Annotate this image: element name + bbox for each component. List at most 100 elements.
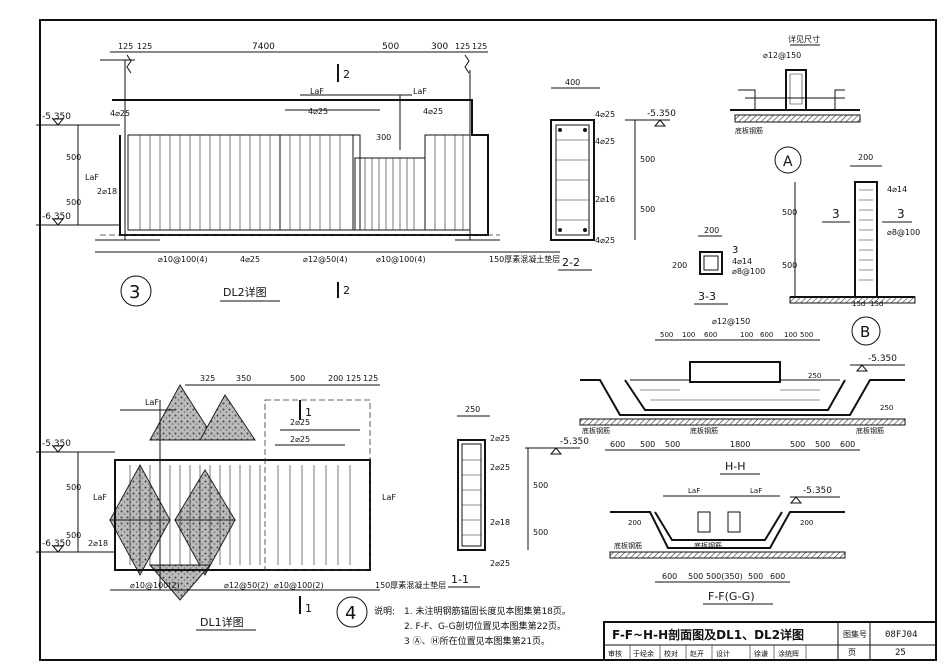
rebar-label: 2⌀25 [290, 418, 310, 427]
floor-rebar-label: 底板钢筋 [694, 541, 722, 550]
dl2-dim: 125 [472, 42, 487, 51]
floor-rebar-label: 底板钢筋 [735, 126, 763, 135]
section-1-1: 250 2⌀25 2⌀25 2⌀18 2⌀25 -5.350 500 500 1… [448, 405, 589, 588]
notes-block: 说明: 1. 未注明钢筋锚固长度见本图集第18页。 2. F-F、G-G剖切位置… [374, 605, 571, 647]
dl2-laf: LaF [413, 87, 427, 96]
detailB-label: B [860, 323, 870, 341]
detail-a: 详见尺寸 ⌀12@150 底板钢筋 A [730, 34, 861, 174]
rebar-label: 2⌀25 [490, 463, 510, 472]
rebar-label: 4⌀25 [595, 110, 615, 119]
detailA-note: 详见尺寸 [788, 34, 820, 44]
hh-side-dim: 250 [880, 404, 893, 412]
hh-dim: 600 [704, 331, 717, 339]
sec-dim: 500 [782, 261, 797, 270]
floor-rebar-label: 底板钢筋 [856, 426, 884, 435]
notes-heading: 说明: [374, 605, 395, 617]
dl1-elevation-bottom: -6.350 [36, 539, 115, 553]
dl2-dim: 7400 [252, 42, 275, 52]
elevation-label: -5.350 [647, 109, 676, 119]
dl1-dim: 325 [200, 374, 215, 383]
dl1-section-mark: 1 [305, 602, 312, 615]
dl2-section-mark: 2 [343, 68, 350, 81]
rebar-label: 4⌀25 [595, 137, 615, 146]
dl1-dim: 125 [363, 374, 378, 383]
hh-dim: 500 [640, 440, 655, 449]
sheet-title: F-F~H-H剖面图及DL1、DL2详图 [612, 627, 804, 642]
rebar-label: ⌀12@150 [763, 51, 801, 60]
signature-cell: 于经余 [633, 649, 654, 658]
hh-dim: 600 [760, 331, 773, 339]
elevation-label: -5.350 [560, 437, 589, 447]
hh-dim: 1800 [730, 440, 750, 449]
sec-width: 400 [565, 78, 580, 87]
dl1-laf: LaF [382, 493, 396, 502]
dl2-title: DL2详图 [223, 285, 267, 299]
dl2-detail: 125 125 7400 500 300 125 125 2 2 [36, 42, 560, 307]
title-block: F-F~H-H剖面图及DL1、DL2详图 图集号 08FJ04 页 25 审核 … [603, 621, 937, 661]
hh-dim: 500 [790, 440, 805, 449]
hh-dim: 600 [840, 440, 855, 449]
section-3-3: 200 200 3 4⌀14 ⌀8@100 3-3 [672, 226, 765, 305]
detailA-label: A [783, 154, 793, 170]
ff-dim: 600 [770, 572, 785, 581]
rebar-label: 4⌀25 [423, 107, 443, 116]
signature-cell: 涂统辉 [778, 649, 799, 658]
dl2-laf: LaF [310, 87, 324, 96]
notes-item: 1. 未注明钢筋锚固长度见本图集第18页。 [404, 605, 571, 617]
elevation-label: -6.350 [42, 539, 71, 549]
signature-cell: 审核 [608, 649, 622, 658]
ff-dim: 500(350) [706, 572, 743, 581]
hh-dim: 600 [610, 440, 625, 449]
sec-dim: 500 [533, 481, 548, 490]
dl1-dim: 200 [328, 374, 343, 383]
dl1-hdim: 500 [66, 531, 81, 540]
dl1-callout: 4 [345, 603, 356, 624]
ff-laf: LaF [750, 487, 762, 495]
dl2-dim: 125 [118, 42, 133, 51]
rebar-label: 2⌀25 [490, 559, 510, 568]
rebar-label: 2⌀18 [490, 518, 510, 527]
dl2-callout: 3 [129, 282, 140, 303]
rebar-label: 300 [376, 133, 391, 142]
atlas-label: 图集号 [843, 629, 867, 639]
ff-dim: 500 [688, 572, 703, 581]
hh-dim: 100 [682, 331, 695, 339]
dl1-detail: 325 350 500 200 125 125 1 1 [36, 374, 446, 631]
rebar-label: 4⌀14 [732, 257, 752, 266]
sec11-title: 1-1 [451, 573, 469, 586]
dl2-hdim: 500 [66, 153, 81, 162]
signature-row: 审核 于经余 校对 赵开 设计 徐谦 涂统辉 [608, 645, 807, 660]
dl1-dim: 125 [346, 374, 361, 383]
signature-cell: 徐谦 [754, 649, 768, 658]
dl1-dim: 500 [290, 374, 305, 383]
dl1-hdim: 500 [66, 483, 81, 492]
rebar-label: 2⌀18 [88, 539, 108, 548]
dl2-dim: 125 [455, 42, 470, 51]
sec33-title: 3-3 [698, 290, 716, 303]
dl1-callout-circle [336, 596, 368, 628]
detailB-circle [851, 316, 881, 346]
hh-dim: 100 [784, 331, 797, 339]
page-label: 页 [848, 648, 856, 657]
hh-dim: 500 [800, 331, 813, 339]
hh-bottom-dims: 600 500 500 1800 500 500 600 [610, 440, 855, 449]
dl2-laf: LaF [85, 173, 99, 182]
floor-rebar-label: 底板钢筋 [614, 541, 642, 550]
rebar-label: 2⌀16 [595, 195, 615, 204]
sheet-border [39, 19, 937, 661]
rebar-label: ⌀10@100(2) [274, 581, 324, 590]
floor-rebar-label: 底板钢筋 [582, 426, 610, 435]
dl2-callout-circle [120, 275, 152, 307]
dl2-section-mark: 2 [343, 284, 350, 297]
rebar-label: 4⌀14 [887, 185, 907, 194]
rebar-label: 4⌀25 [308, 107, 328, 116]
sec22-title: 2-2 [562, 256, 580, 269]
elevation-label: -5.350 [42, 112, 71, 122]
sec-dim: 500 [782, 208, 797, 217]
rebar-label: ⌀12@50(2) [224, 581, 269, 590]
sec33-mark: 3 [732, 245, 738, 256]
ff-dim: 200 [800, 519, 813, 527]
rebar-label: 4⌀25 [110, 109, 130, 118]
sec-width: 200 [858, 153, 873, 162]
